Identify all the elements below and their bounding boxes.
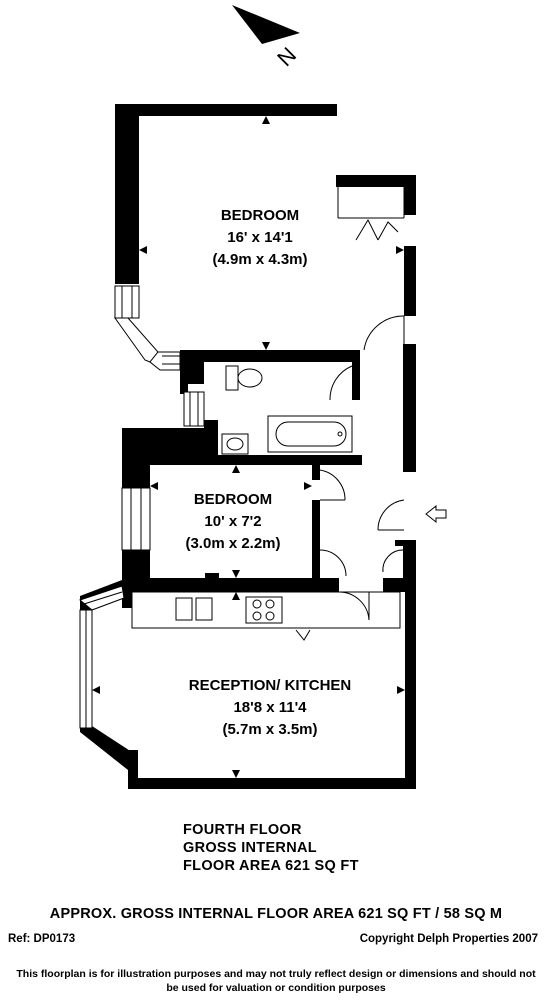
room-size-metric: (3.0m x 2.2m) bbox=[185, 535, 280, 552]
copyright-text: Copyright Delph Properties 2007 bbox=[359, 933, 538, 945]
floor-summary-line: FLOOR AREA 621 SQ FT bbox=[183, 858, 359, 874]
gross-area-text: APPROX. GROSS INTERNAL FLOOR AREA 621 SQ… bbox=[49, 906, 503, 922]
disclaimer-line: This floorplan is for illustration purpo… bbox=[16, 968, 536, 980]
room-bedroom-1: BEDROOM 16' x 14'1 (4.9m x 4.3m) bbox=[212, 207, 307, 268]
kitchen-counter bbox=[131, 591, 401, 629]
room-name: BEDROOM bbox=[194, 491, 272, 508]
room-reception-kitchen: RECEPTION/ KITCHEN 18'8 x 11'4 (5.7m x 3… bbox=[189, 677, 352, 738]
fixtures bbox=[131, 185, 405, 641]
room-size-imperial: 10' x 7'2 bbox=[204, 513, 261, 530]
entrance-arrow-icon bbox=[425, 504, 447, 524]
disclaimer: This floorplan is for illustration purpo… bbox=[0, 967, 552, 995]
room-bedroom-2: BEDROOM 10' x 7'2 (3.0m x 2.2m) bbox=[185, 491, 280, 552]
bathtub-icon bbox=[267, 415, 353, 453]
dimension-markers bbox=[92, 116, 405, 778]
floor-summary-line: GROSS INTERNAL bbox=[183, 840, 317, 856]
room-size-imperial: 16' x 14'1 bbox=[227, 229, 293, 246]
basin-icon bbox=[221, 433, 249, 455]
room-size-metric: (4.9m x 4.3m) bbox=[212, 251, 307, 268]
floor-summary: FOURTH FLOOR GROSS INTERNAL FLOOR AREA 6… bbox=[183, 821, 359, 875]
room-size-metric: (5.7m x 3.5m) bbox=[222, 721, 317, 738]
windows bbox=[78, 285, 205, 729]
floor-summary-line: FOURTH FLOOR bbox=[183, 822, 302, 838]
room-name: RECEPTION/ KITCHEN bbox=[189, 677, 352, 694]
compass-label: N bbox=[272, 42, 301, 71]
toilet-icon bbox=[225, 365, 263, 391]
room-size-imperial: 18'8 x 11'4 bbox=[233, 699, 307, 716]
floor-plan: N bbox=[78, 5, 447, 789]
north-arrow-icon: N bbox=[232, 5, 301, 71]
room-name: BEDROOM bbox=[221, 207, 299, 224]
disclaimer-line: be used for valuation or condition purpo… bbox=[166, 982, 386, 994]
reference-text: Ref: DP0173 bbox=[8, 933, 76, 945]
